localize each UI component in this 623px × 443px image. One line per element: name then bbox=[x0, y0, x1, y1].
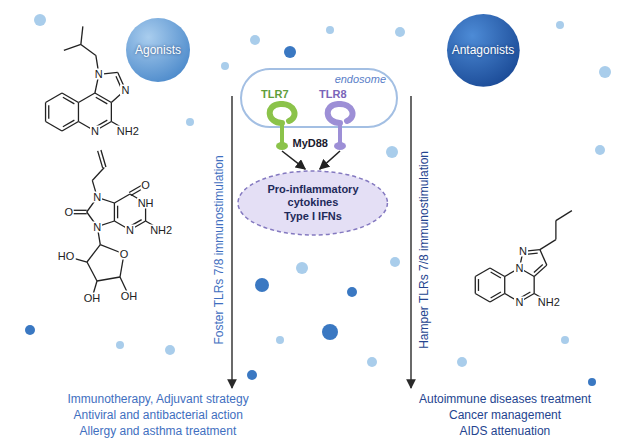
chemical-bond bbox=[114, 194, 130, 203]
atom-label: N bbox=[90, 126, 100, 137]
node-text: Antagonists bbox=[452, 43, 515, 57]
node-text: endosome bbox=[335, 73, 386, 85]
chemical-bond bbox=[96, 97, 108, 104]
chemical-bond bbox=[540, 240, 556, 250]
atom-label: NH bbox=[137, 198, 155, 209]
chemical-bond bbox=[87, 262, 97, 281]
atom-label: HO bbox=[57, 251, 76, 262]
signal-arrow bbox=[320, 151, 340, 169]
chemical-bond bbox=[46, 93, 62, 103]
side-arrow bbox=[410, 96, 411, 388]
chemical-bond bbox=[63, 120, 75, 127]
atom-label: OH bbox=[120, 291, 139, 302]
adaptor-label: MyD88 bbox=[291, 137, 330, 150]
atom-label: NH2 bbox=[116, 126, 140, 137]
node-text: Pro-inflammatory cytokines bbox=[260, 183, 366, 209]
chemical-bond bbox=[92, 167, 104, 180]
chemical-bond bbox=[48, 105, 49, 118]
application-text: Immunotherapy, Adjuvant strategy bbox=[68, 393, 249, 407]
chemical-bond bbox=[556, 211, 572, 221]
chemical-bond bbox=[81, 44, 96, 55]
chemical-bond bbox=[491, 292, 501, 298]
agonists-sphere: Agonists bbox=[126, 18, 190, 82]
chemical-bond bbox=[475, 277, 476, 294]
chemical-bond bbox=[98, 151, 103, 168]
atom-label: N bbox=[120, 84, 130, 95]
atom-label: N bbox=[514, 297, 524, 308]
chemical-bond bbox=[63, 97, 75, 104]
vertical-caption: Foster TLRs 7/8 immunostimulation bbox=[212, 155, 226, 344]
node-text: TLR7 bbox=[259, 88, 305, 101]
chemical-bond bbox=[478, 279, 479, 291]
cytokine-ellipse: Pro-inflammatory cytokinesType I IFNs bbox=[237, 170, 388, 236]
chemical-bond bbox=[504, 277, 505, 294]
chemical-bond bbox=[475, 294, 490, 303]
chemical-bond bbox=[46, 122, 62, 132]
chemical-bond bbox=[78, 93, 94, 103]
atom-label: O bbox=[119, 249, 130, 260]
atom-label: N bbox=[518, 246, 528, 257]
application-text: Antiviral and antibacterial action bbox=[74, 409, 243, 423]
application-text: Autoimmune diseases treatment bbox=[419, 393, 591, 407]
chemical-bond bbox=[45, 103, 46, 122]
node-text: Agonists bbox=[135, 43, 181, 57]
atom-label: N bbox=[94, 69, 104, 80]
chemical-bond bbox=[117, 206, 118, 219]
atom-label: NH2 bbox=[537, 297, 561, 308]
vertical-caption: Hamper TLRs 7/8 immunostimulation bbox=[418, 151, 432, 349]
antagonists-sphere: Antagonists bbox=[447, 14, 520, 87]
atom-label: N bbox=[92, 221, 102, 232]
atom-label: N bbox=[125, 225, 135, 236]
atom-label: O bbox=[63, 207, 74, 218]
signal-arrow bbox=[282, 151, 305, 169]
atom-label: OH bbox=[83, 293, 102, 304]
node-text: TLR8 bbox=[317, 88, 363, 101]
floating-dots bbox=[25, 14, 611, 386]
chemical-bond bbox=[64, 44, 81, 50]
atom-label: NH2 bbox=[149, 225, 173, 236]
chemical-bond bbox=[534, 265, 547, 276]
chemical-bond bbox=[97, 277, 120, 281]
application-text: Cancer management bbox=[449, 409, 561, 423]
chemical-bond bbox=[555, 221, 556, 240]
chemical-bond bbox=[87, 245, 100, 262]
chemical-bond bbox=[534, 277, 535, 294]
chemical-bond bbox=[475, 268, 490, 277]
chemical-bond bbox=[111, 103, 112, 122]
chemical-bond bbox=[540, 250, 547, 266]
chemical-bond bbox=[114, 203, 115, 221]
atom-label: N bbox=[514, 263, 524, 274]
side-arrow bbox=[231, 96, 232, 388]
node-text: Type I IFNs bbox=[260, 210, 366, 223]
chemical-bond bbox=[81, 26, 83, 44]
atom-label: N bbox=[92, 192, 102, 203]
application-text: Allergy and asthma treatment bbox=[80, 425, 237, 439]
chemical-bond bbox=[491, 272, 501, 278]
chemical-bond bbox=[534, 264, 543, 272]
chemical-bond bbox=[78, 103, 79, 122]
application-text: AIDS attenuation bbox=[460, 425, 551, 439]
atom-label: O bbox=[140, 180, 151, 191]
